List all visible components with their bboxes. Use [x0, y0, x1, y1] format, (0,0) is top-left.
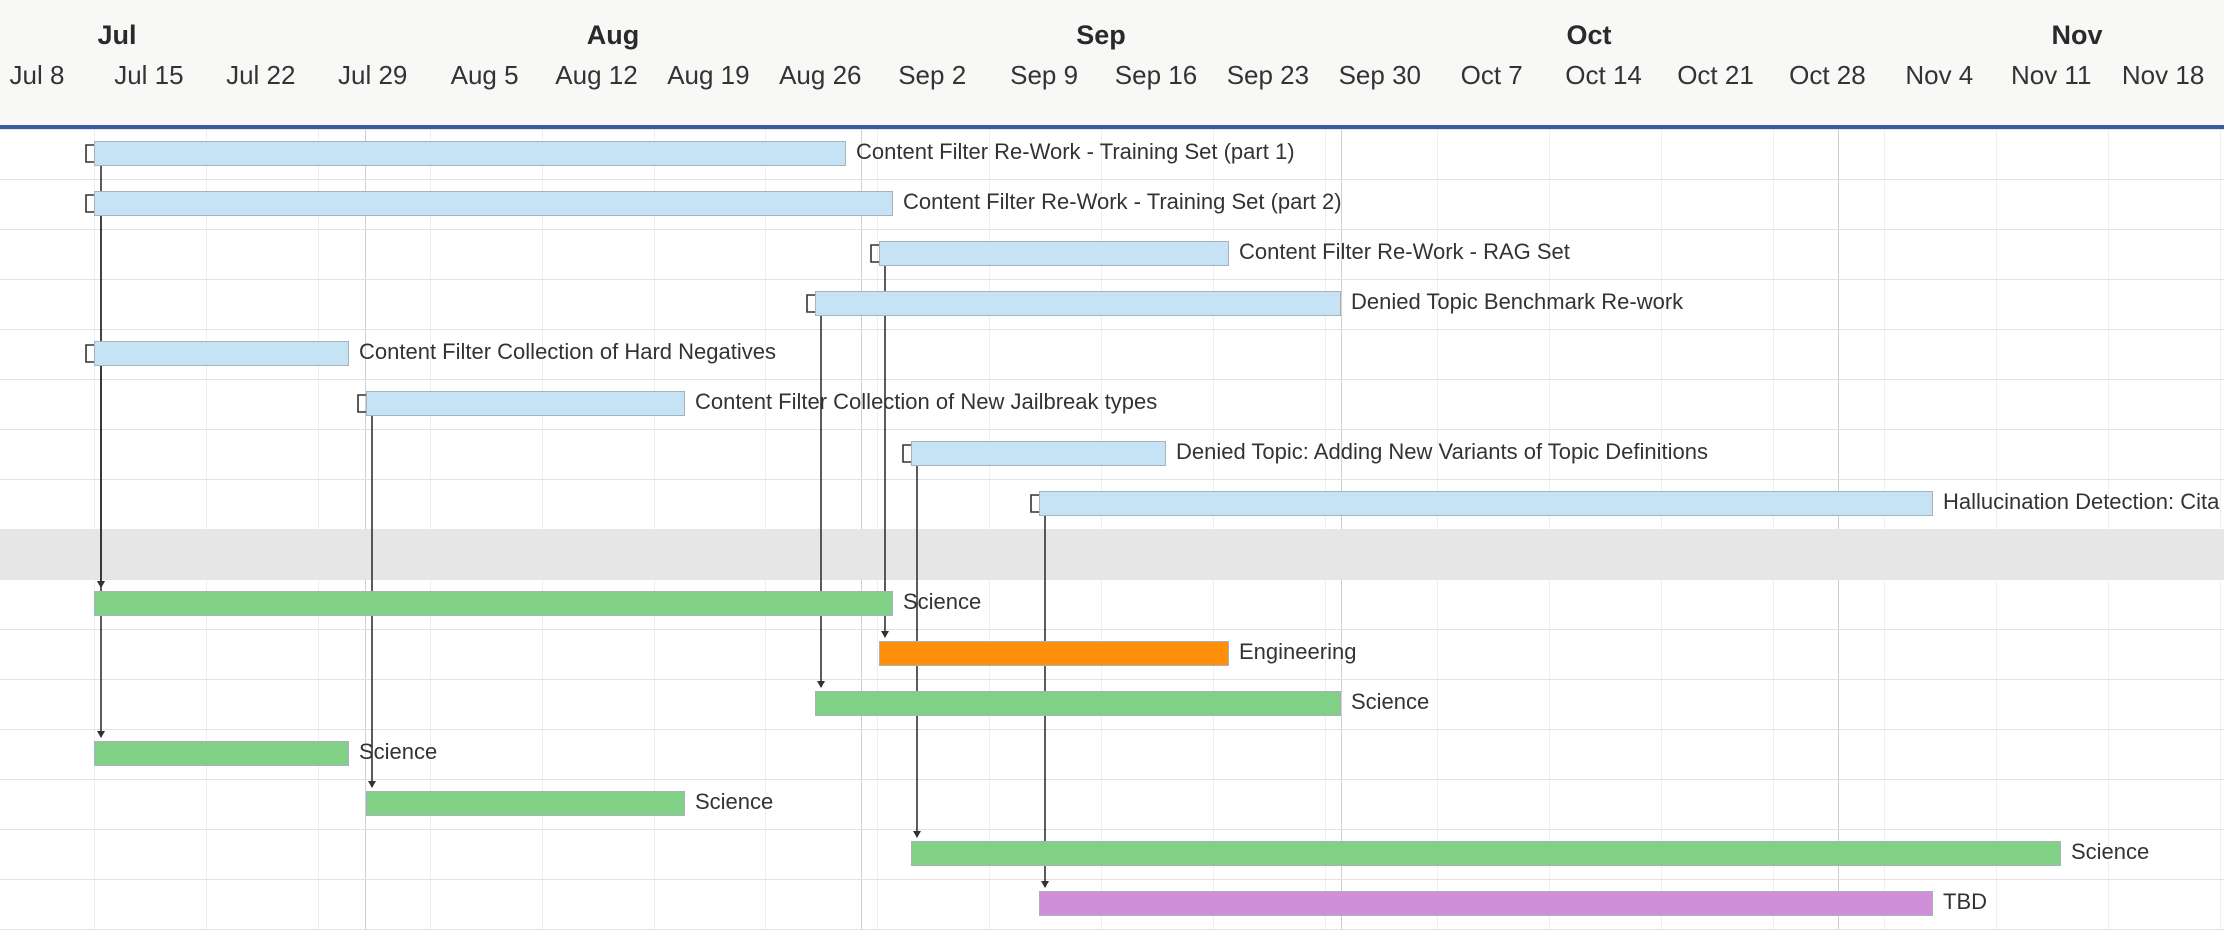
task-bar[interactable]: [94, 341, 349, 366]
task-bar[interactable]: [94, 191, 893, 216]
week-label: Jul 8: [9, 60, 65, 90]
row-divider: [0, 829, 2224, 830]
resource-bar-science-label: Science: [903, 589, 982, 614]
task-bar[interactable]: [94, 141, 846, 166]
resource-bar-science-label: Science: [695, 789, 774, 814]
task-bar[interactable]: [911, 441, 1166, 466]
resource-bar-tbd-label: TBD: [1943, 889, 1987, 914]
row-divider: [0, 129, 2224, 130]
week-label: Sep 16: [1114, 60, 1198, 90]
dependency-arrowhead: [881, 631, 889, 638]
task-bar[interactable]: [366, 391, 685, 416]
month-label-sep: Sep: [1076, 20, 1126, 50]
task-bar[interactable]: [1039, 491, 1933, 516]
week-label: Nov 18: [2121, 60, 2205, 90]
week-label: Aug 12: [555, 60, 638, 90]
week-label: Jul 22: [226, 60, 296, 90]
dependency-arrowhead: [913, 831, 921, 838]
resource-bar-engineering[interactable]: [879, 641, 1229, 666]
week-label: Jul 29: [337, 60, 408, 90]
resource-bar-tbd[interactable]: [1039, 891, 1933, 916]
week-label: Oct 28: [1789, 60, 1866, 90]
dependency-arrowhead: [97, 731, 105, 738]
week-label: Sep 30: [1338, 60, 1421, 90]
week-label: Jul 15: [114, 60, 184, 90]
task-bar-label: Content Filter Re-Work - RAG Set: [1239, 239, 1570, 264]
task-bar-label: Denied Topic: Adding New Variants of Top…: [1176, 439, 1708, 464]
header-divider: [0, 125, 2224, 129]
row-divider: [0, 429, 2224, 430]
resource-bar-science[interactable]: [815, 691, 1341, 716]
resource-bar-science[interactable]: [911, 841, 2061, 866]
row-divider: [0, 329, 2224, 330]
dependency-arrowhead: [817, 681, 825, 688]
resource-bar-science[interactable]: [366, 791, 685, 816]
task-bar[interactable]: [879, 241, 1229, 266]
week-label: Oct 14: [1565, 60, 1642, 90]
dependency-arrowhead: [1041, 881, 1049, 888]
month-label-nov: Nov: [2051, 20, 2103, 50]
row-divider: [0, 179, 2224, 180]
dependency-line: [85, 194, 102, 587]
month-label-aug: Aug: [586, 20, 640, 50]
week-label: Sep 23: [1226, 60, 1310, 90]
month-label-jul: Jul: [97, 20, 137, 50]
row-divider: [0, 579, 2224, 580]
dependency-line: [357, 394, 373, 787]
dependency-line: [85, 344, 102, 737]
week-label: Oct 7: [1460, 60, 1523, 90]
task-bar[interactable]: [815, 291, 1341, 316]
dependency-line: [806, 294, 822, 687]
dependency-line: [870, 244, 886, 637]
resource-bar-science[interactable]: [94, 741, 349, 766]
week-label: Nov 4: [1905, 60, 1974, 90]
dependency-line: [1030, 494, 1046, 887]
dependency-line: [902, 444, 918, 837]
task-bar-label: Content Filter Re-Work - Training Set (p…: [903, 189, 1342, 214]
week-label: Sep 2: [898, 60, 967, 90]
week-label: Sep 9: [1010, 60, 1079, 90]
resource-bar-engineering-label: Engineering: [1239, 639, 1357, 664]
row-divider: [0, 779, 2224, 780]
resource-bar-science-label: Science: [1351, 689, 1430, 714]
row-divider: [0, 629, 2224, 630]
task-bar-label: Hallucination Detection: Cita: [1943, 489, 2220, 514]
resource-bar-science-label: Science: [359, 739, 438, 764]
resource-bar-science[interactable]: [94, 591, 893, 616]
row-divider: [0, 679, 2224, 680]
row-divider: [0, 479, 2224, 480]
week-label: Nov 11: [2010, 60, 2092, 90]
week-label: Aug 26: [779, 60, 862, 90]
week-label: Aug 5: [450, 60, 519, 90]
task-bar-label: Content Filter Collection of Hard Negati…: [359, 339, 776, 364]
task-bar-label: Content Filter Collection of New Jailbre…: [695, 389, 1158, 414]
resource-bar-science-label: Science: [2071, 839, 2150, 864]
row-divider: [0, 279, 2224, 280]
dependency-arrowhead: [368, 781, 376, 788]
resource-group-band: [0, 529, 2224, 579]
week-label: Aug 19: [667, 60, 750, 90]
timeline-header: Jul Aug Sep Oct Nov Jul 8 Jul 15 Jul 22 Jul 29 A…: [0, 0, 2224, 128]
row-divider: [0, 729, 2224, 730]
task-bar-label: Denied Topic Benchmark Re-work: [1351, 289, 1684, 314]
task-bar-label: Content Filter Re-Work - Training Set (p…: [856, 139, 1295, 164]
row-divider: [0, 229, 2224, 230]
row-divider: [0, 379, 2224, 380]
row-divider: [0, 879, 2224, 880]
week-label: Oct 21: [1677, 60, 1754, 90]
month-label-oct: Oct: [1566, 20, 1612, 50]
